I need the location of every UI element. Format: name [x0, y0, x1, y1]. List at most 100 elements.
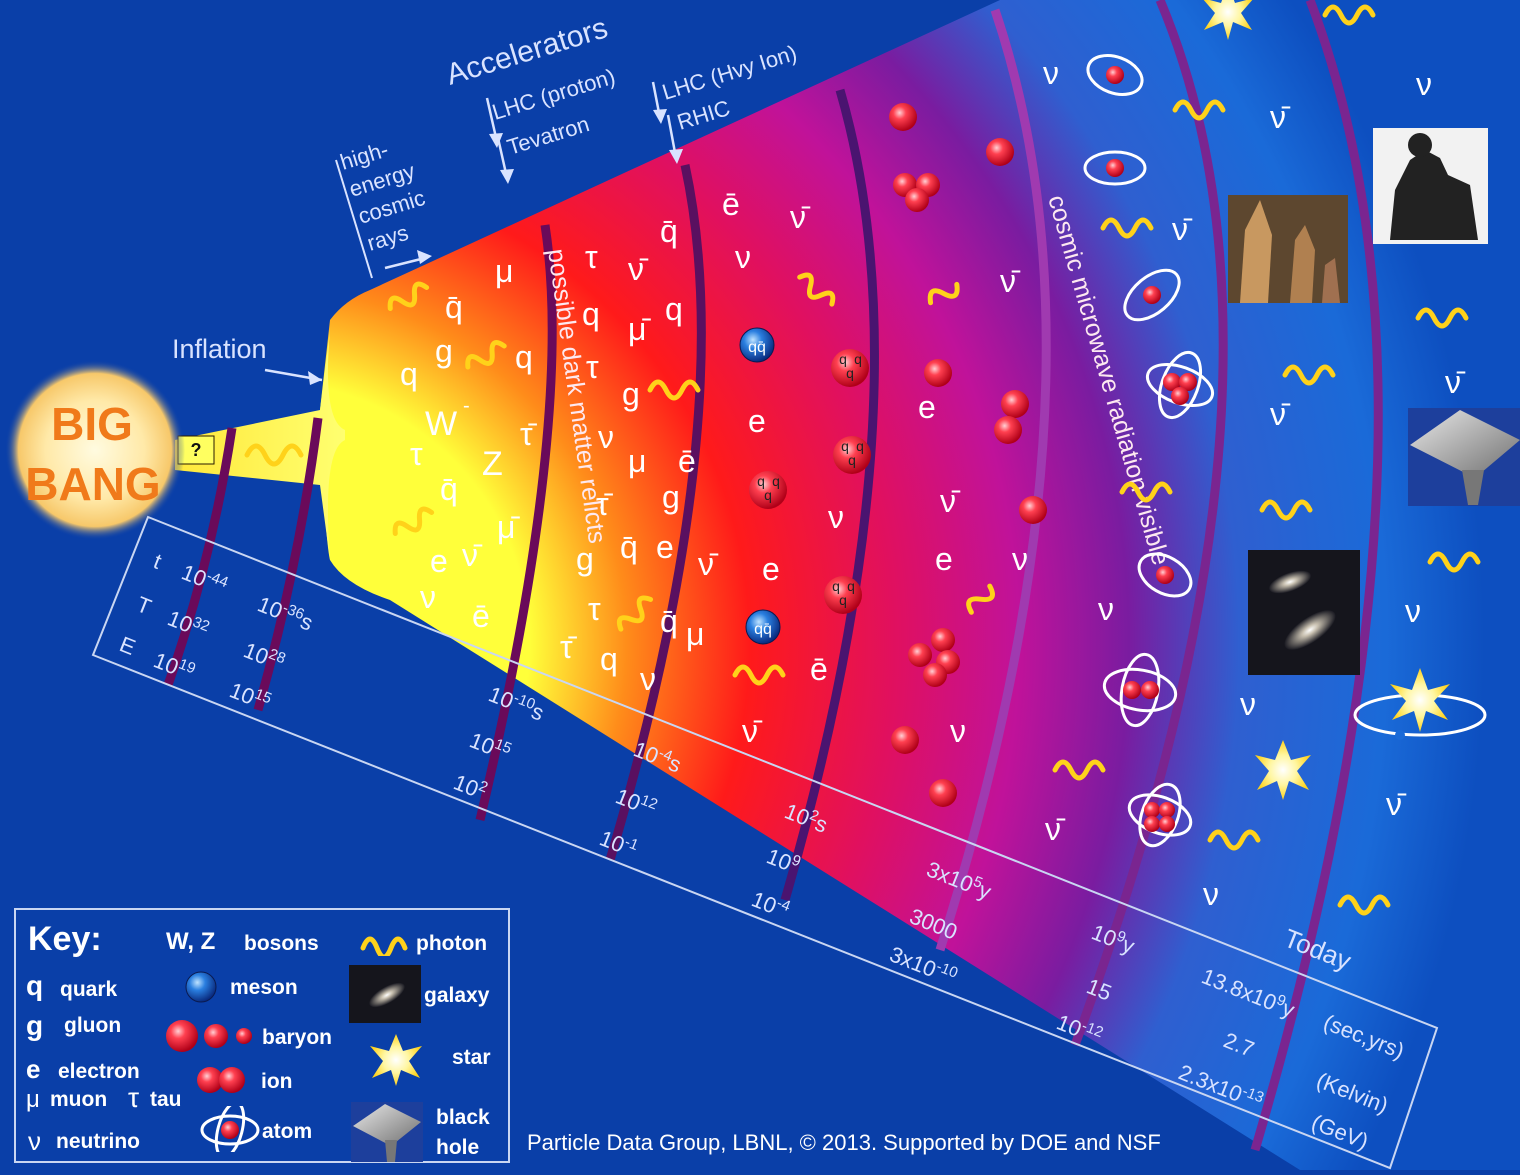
photon	[1259, 499, 1313, 521]
star	[1255, 740, 1311, 800]
key-baryon-icon	[166, 1020, 252, 1052]
big-bang-label-1: BIG	[51, 398, 133, 450]
particle-g: g	[662, 479, 680, 515]
galaxy-image	[1248, 550, 1360, 675]
particle-z: Z	[482, 445, 503, 483]
particle-nubar: ν̄	[698, 546, 719, 582]
key-nu-symbol: ν	[28, 1126, 41, 1156]
particle-q: q	[600, 641, 618, 677]
particle-nubar: ν̄	[1386, 786, 1407, 822]
key-star: star	[452, 1046, 491, 1069]
boundary-3e5	[935, 8, 1051, 952]
atom-nuclei	[1106, 66, 1197, 832]
star	[1203, 0, 1253, 40]
particle-nubar: ν̄	[1045, 811, 1066, 847]
photon	[1207, 829, 1261, 851]
photon	[1282, 364, 1336, 386]
particle-e: e	[748, 403, 766, 439]
inflation-arrowhead	[308, 371, 322, 385]
key-tau-symbol: τ	[128, 1082, 140, 1113]
boundary-1e2	[780, 88, 879, 902]
svg-text:q: q	[764, 487, 772, 503]
particle-mu: μ	[628, 443, 646, 479]
svg-text:q: q	[839, 351, 847, 367]
particle-ebar: ē	[722, 186, 740, 222]
cosmic-rays-bracket	[335, 159, 373, 279]
key-mu-symbol: μ	[26, 1086, 40, 1113]
particle-e: e	[656, 529, 674, 565]
late-particles: ν ν̄ ν ν̄ ν̄ ν̄ ν ν ν ν̄ ν̄ ν	[1043, 55, 1466, 912]
inflation-label: Inflation	[172, 334, 267, 364]
photon	[1415, 307, 1469, 329]
key-neutrino: neutrino	[56, 1130, 140, 1153]
key-black-hole-icon	[351, 1102, 423, 1162]
key-ion: ion	[261, 1070, 293, 1093]
particle-ebar: ē	[810, 651, 828, 687]
particle-qbar: q̄	[660, 213, 678, 249]
particle-w: W	[425, 405, 457, 443]
particle-nu: ν	[640, 661, 656, 697]
particle-nu: ν	[950, 713, 966, 749]
key-star-icon	[370, 1034, 422, 1086]
photon	[966, 583, 995, 615]
particle-qbar: q̄	[620, 529, 638, 565]
particle-e: e	[762, 551, 780, 587]
svg-text:q: q	[772, 473, 780, 489]
baryon	[749, 471, 787, 509]
particle-nubar: ν̄	[1000, 263, 1021, 299]
particle-nu: ν	[828, 499, 844, 535]
particle-tau: τ	[585, 239, 598, 275]
svg-text:q: q	[856, 438, 864, 454]
photon	[1100, 217, 1154, 239]
photon	[1052, 759, 1106, 781]
photon	[647, 379, 701, 401]
key-quark: quark	[60, 978, 118, 1001]
particle-nubar: ν̄	[1270, 396, 1291, 432]
boundary-1e-36	[253, 417, 323, 712]
lepton-era-particles: ē ν̄ ν e ν e ē ν̄ ν̄ e ν̄ e ν ν	[722, 186, 1028, 749]
row-label-T: T	[133, 591, 155, 619]
particle-nu: ν	[1098, 591, 1114, 627]
particle-qbar: q̄	[440, 471, 458, 507]
row-label-E: E	[116, 631, 139, 660]
cosmic-rays-arrow	[384, 256, 426, 270]
key-baryon: baryon	[262, 1026, 333, 1049]
photon	[616, 595, 654, 632]
svg-text:q: q	[848, 452, 856, 468]
particle-mubar: μ̄	[628, 311, 651, 347]
particle-mu: μ	[686, 616, 704, 652]
particle-nubar: ν̄	[742, 713, 763, 749]
baryon	[831, 349, 869, 387]
star	[1390, 668, 1450, 732]
legend-key: Key: W, Z bosons photon q quark meson ga…	[14, 908, 510, 1163]
photon	[1427, 551, 1481, 573]
particle-w-sup: -	[463, 395, 470, 417]
particle-nu: ν	[1043, 55, 1059, 91]
key-atom: atom	[262, 1120, 313, 1143]
key-hole: hole	[436, 1136, 480, 1159]
cosmic-rays-arrowhead	[417, 250, 432, 264]
mesons: qq̄ qq̄	[739, 327, 781, 645]
photon	[732, 664, 786, 686]
key-title: Key:	[28, 920, 102, 958]
photon	[927, 281, 960, 306]
key-galaxy-icon	[349, 965, 421, 1023]
particle-nu: ν	[1405, 593, 1421, 629]
particle-ebar: ē	[472, 598, 490, 634]
thinker-image	[1373, 128, 1488, 244]
meson	[739, 327, 775, 363]
particle-nubar: ν̄	[462, 537, 483, 573]
particle-tau: τ	[586, 349, 599, 385]
meson	[745, 609, 781, 645]
svg-text:q: q	[847, 578, 855, 594]
svg-text:q: q	[757, 473, 765, 489]
particle-g: g	[576, 541, 594, 577]
svg-text:q: q	[841, 438, 849, 454]
boundary-today	[1250, 0, 1383, 1152]
particle-tau: τ	[410, 436, 423, 472]
cosmic-rays-label: high- energy cosmic rays	[337, 137, 428, 256]
svg-text:q: q	[839, 592, 847, 608]
photon	[465, 340, 507, 370]
baryon	[824, 576, 862, 614]
